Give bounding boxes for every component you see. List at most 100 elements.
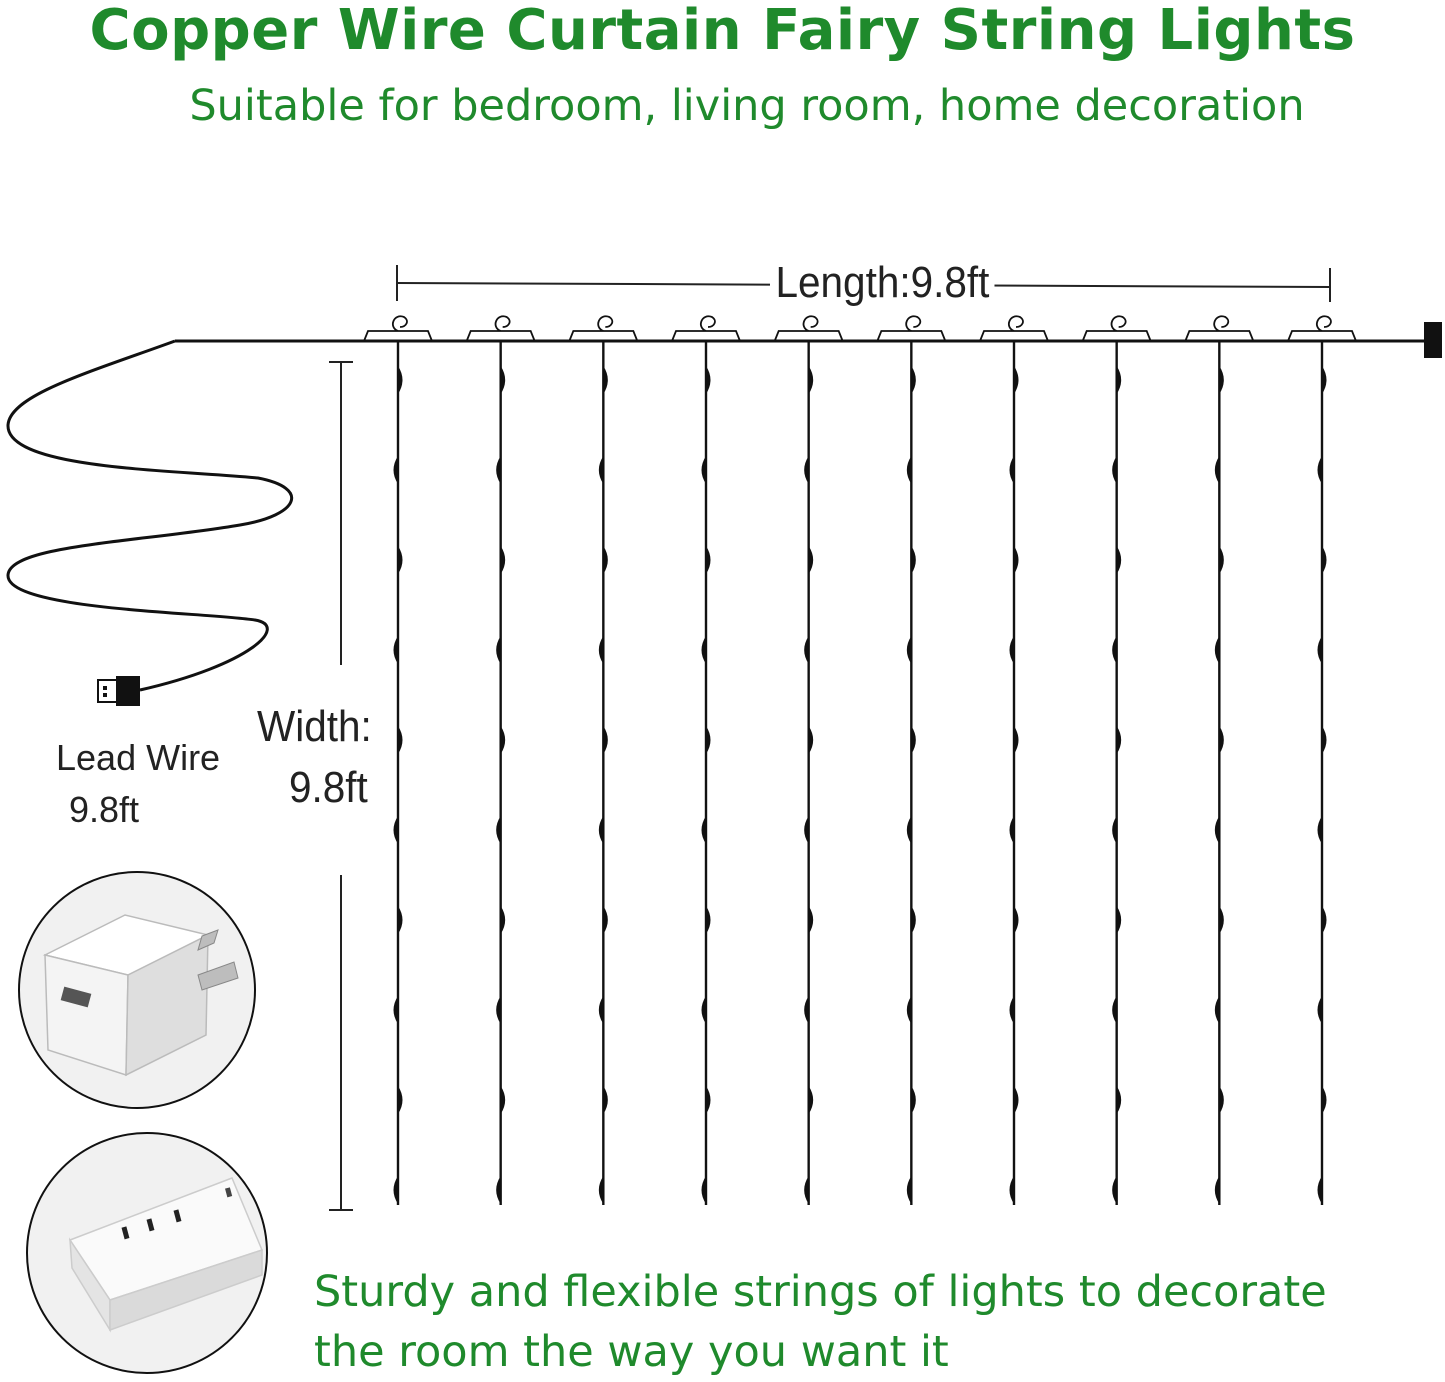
page-subtitle: Suitable for bedroom, living room, home … [189,81,1305,131]
lead-wire-value: 9.8ft [69,789,140,831]
led-light [1214,1176,1220,1204]
led-light [1009,816,1014,844]
led-light [911,1086,916,1114]
led-light [603,546,608,574]
hook-icon [1184,315,1255,342]
led-light [1214,996,1220,1024]
led-light [911,546,916,574]
led-light [911,366,916,394]
led-light [393,1176,398,1204]
led-light [1112,996,1117,1024]
led-light [1009,456,1014,484]
led-light [808,1086,814,1114]
hook-icon [773,315,844,342]
led-light [603,906,608,934]
led-light [603,726,608,754]
led-light [1322,366,1327,394]
led-light [1112,636,1117,664]
led-light [500,726,506,754]
led-light [1317,816,1322,844]
led-light [1322,1086,1327,1114]
led-light [603,366,608,394]
hook-icon [671,315,741,342]
led-light [1317,996,1322,1024]
led-light [1116,546,1122,574]
led-light [1014,366,1019,394]
led-light [906,456,912,484]
led-light [1014,1086,1019,1114]
led-light [804,996,809,1024]
led-light [804,1176,809,1204]
led-light [906,996,912,1024]
led-light [603,1086,608,1114]
led-light [496,996,501,1024]
led-light [706,726,711,754]
hook-icon [568,315,639,342]
led-light [496,1176,501,1204]
page-title: Copper Wire Curtain Fairy String Lights [89,0,1356,63]
led-light [1322,906,1327,934]
width-label: Width: [257,702,372,752]
led-light [906,1176,912,1204]
led-light [598,1176,604,1204]
led-light [808,366,814,394]
led-light [1322,546,1327,574]
hook-icon [1287,315,1357,342]
led-light [398,366,403,394]
led-light [701,636,706,664]
feature-line-1: Sturdy and flexible strings of lights to… [314,1267,1327,1317]
end-cap [1424,322,1442,358]
led-light [706,546,711,574]
led-light [906,636,912,664]
led-light [706,1086,711,1114]
led-light [1214,456,1220,484]
led-light [1214,816,1220,844]
led-light [701,1176,706,1204]
led-light [500,1086,506,1114]
led-light [1116,1086,1122,1114]
led-light [398,726,403,754]
led-light [398,546,403,574]
led-light [1116,366,1122,394]
led-light [393,996,398,1024]
led-light [398,906,403,934]
length-label: Length:9.8ft [770,258,995,308]
led-light [804,456,809,484]
usb-wall-adapter-icon [18,871,256,1109]
led-light [906,816,912,844]
led-light [500,366,506,394]
led-light [804,816,809,844]
lead-wire [6,339,294,692]
width-dimension-line [329,361,353,1211]
lead-wire-label: Lead Wire [56,737,221,779]
hook-icon [979,315,1049,342]
led-light [1014,726,1019,754]
led-light [1317,456,1322,484]
led-light [1009,636,1014,664]
led-light [706,366,711,394]
led-light [804,636,809,664]
led-light [1214,636,1220,664]
led-light [1219,546,1224,574]
led-light [1014,546,1019,574]
light-strands [363,315,1357,1205]
led-light [808,906,814,934]
led-light [1009,996,1014,1024]
led-light [1112,1176,1117,1204]
led-light [701,996,706,1024]
hook-icon [363,315,433,342]
led-light [911,726,916,754]
led-light [398,1086,403,1114]
led-light [1112,816,1117,844]
led-light [808,546,814,574]
led-light [911,906,916,934]
power-strip-icon [26,1132,268,1374]
led-light [496,816,501,844]
feature-description: Sturdy and flexible strings of lights to… [314,1262,1414,1382]
led-light [598,816,604,844]
usb-plug-icon [97,676,140,706]
led-light [393,816,398,844]
hook-icon [465,315,536,342]
hook-icon [876,315,947,342]
led-light [393,456,398,484]
